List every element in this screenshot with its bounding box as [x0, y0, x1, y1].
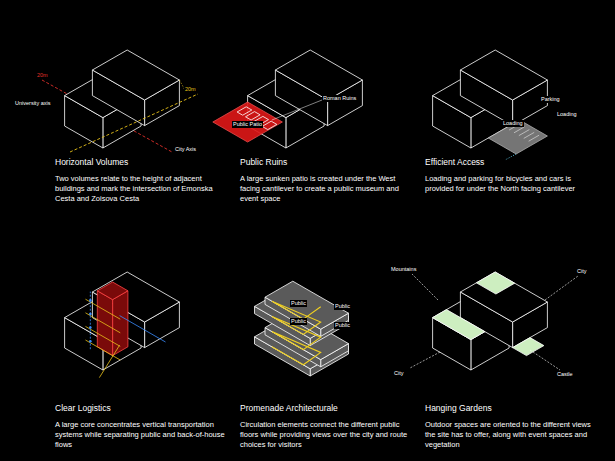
- diagram-label: Mountains: [390, 266, 417, 273]
- panel-description: Loading and parking for bicycles and car…: [425, 174, 597, 194]
- diagram-label: Loading: [556, 111, 578, 118]
- diagram-label: 20m: [184, 86, 197, 93]
- vertical-core: [97, 291, 112, 356]
- diagram-label: City Axis: [174, 146, 197, 153]
- diagram-label: City: [576, 268, 587, 275]
- parking-bay: [519, 130, 529, 136]
- vertical-core: [113, 291, 128, 356]
- ruin-outline: [262, 121, 277, 129]
- garden-terrace: [433, 310, 485, 340]
- cantilever-garden: [513, 338, 544, 356]
- building-volume: [460, 50, 547, 100]
- diagram-label: Public Patio: [232, 121, 263, 128]
- panel-title: Hanging Gardens: [425, 403, 492, 413]
- panel-title: Clear Logistics: [55, 403, 111, 413]
- diagram-label: Roman Ruins: [322, 95, 357, 102]
- panel-title: Promenade Architecturale: [240, 403, 338, 413]
- parking-bay: [524, 132, 534, 138]
- public-entry: [99, 345, 119, 377]
- view-arrow: [530, 350, 560, 370]
- parking-area: [488, 120, 547, 154]
- diagram-label: Public: [334, 303, 351, 310]
- diagram-label: City: [393, 370, 404, 377]
- building-volume: [92, 50, 179, 100]
- panel-description: Outdoor spaces are oriented to the diffe…: [425, 420, 597, 449]
- service-flow: [90, 292, 91, 350]
- diagram-label: Public: [290, 318, 307, 325]
- panel-description: Circulation elements connect the differe…: [240, 420, 412, 449]
- building-volume: [460, 272, 547, 322]
- panel-description: A large core concentrates vertical trans…: [55, 420, 227, 449]
- diagram-label: Castle: [556, 371, 574, 378]
- roof-garden: [476, 272, 514, 294]
- panel-title: Public Ruins: [240, 157, 287, 167]
- city-axis: [70, 94, 198, 152]
- diagram-label: Public: [334, 322, 351, 329]
- vertical-core: [97, 282, 128, 300]
- view-arrow: [410, 352, 440, 368]
- diagram-label: 20m: [36, 72, 49, 79]
- diagram-label: Parking: [540, 96, 561, 103]
- ruin-outline: [237, 107, 252, 115]
- sunken-patio: [213, 102, 283, 142]
- ruin-outline: [246, 112, 261, 120]
- panel-title: Horizontal Volumes: [55, 157, 128, 167]
- diagram-label: University axis: [14, 100, 51, 107]
- parking-bay: [514, 127, 524, 133]
- access-route: [505, 154, 516, 160]
- panel-description: Two volumes relate to the height of adja…: [55, 174, 227, 203]
- back-of-house-flow: [120, 316, 166, 342]
- promenade-route: [272, 301, 321, 365]
- panel-title: Efficient Access: [425, 157, 484, 167]
- leader-line: [272, 100, 322, 120]
- parking-bay: [529, 135, 539, 141]
- building-volume: [275, 50, 362, 100]
- diagram-label: Loading: [502, 120, 524, 127]
- view-arrow: [412, 274, 438, 300]
- view-arrow: [545, 276, 578, 300]
- diagram-label: Public: [290, 300, 307, 307]
- panel-description: A large sunken patio is created under th…: [240, 174, 412, 203]
